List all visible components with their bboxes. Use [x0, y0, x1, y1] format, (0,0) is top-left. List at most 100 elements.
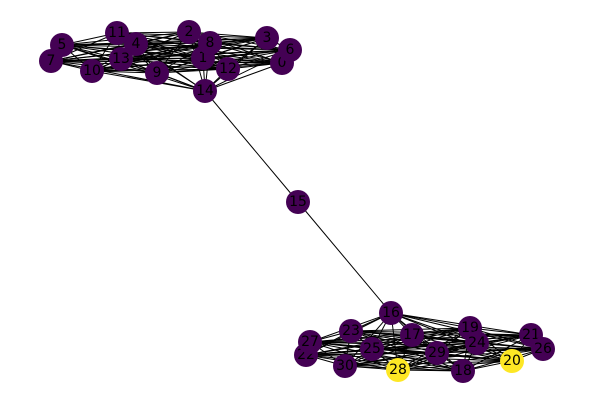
node-circle-27 — [298, 330, 322, 354]
node-label-1: 1 — [199, 50, 208, 66]
node-20: 20 — [500, 349, 524, 373]
node-circle-18 — [451, 359, 475, 383]
node-circle-28 — [386, 358, 410, 382]
node-circle-6 — [278, 38, 302, 62]
node-circle-25 — [360, 337, 384, 361]
node-label-21: 21 — [522, 327, 540, 343]
node-circle-15 — [286, 190, 310, 214]
node-circle-23 — [339, 319, 363, 343]
node-label-13: 13 — [112, 51, 130, 67]
node-9: 9 — [145, 61, 169, 85]
node-17: 17 — [400, 323, 424, 347]
node-3: 3 — [255, 26, 279, 50]
edge-21-25 — [371, 334, 532, 350]
node-label-15: 15 — [289, 194, 307, 210]
node-13: 13 — [109, 47, 133, 71]
node-label-27: 27 — [301, 334, 319, 350]
edge-5-6 — [61, 44, 291, 51]
node-12: 12 — [216, 57, 240, 81]
node-circle-17 — [400, 323, 424, 347]
node-label-9: 9 — [153, 65, 162, 81]
node-label-4: 4 — [132, 36, 141, 52]
node-24: 24 — [465, 331, 489, 355]
node-label-7: 7 — [47, 53, 56, 69]
node-6: 6 — [278, 38, 302, 62]
node-27: 27 — [298, 330, 322, 354]
edge-7-9 — [50, 60, 158, 74]
node-label-28: 28 — [389, 362, 407, 378]
node-label-2: 2 — [185, 24, 194, 40]
edge-26-29 — [436, 348, 544, 354]
node-circle-20 — [500, 349, 524, 373]
node-label-12: 12 — [219, 61, 237, 77]
node-circle-11 — [105, 21, 129, 45]
node-label-16: 16 — [382, 305, 400, 321]
node-circle-3 — [255, 26, 279, 50]
node-label-17: 17 — [403, 327, 421, 343]
edge-24-25 — [371, 342, 478, 350]
node-label-0: 0 — [278, 55, 287, 71]
node-14: 14 — [193, 79, 217, 103]
edge-0-14 — [204, 62, 283, 92]
node-label-5: 5 — [58, 37, 67, 53]
node-11: 11 — [105, 21, 129, 45]
node-circle-26 — [531, 337, 555, 361]
node-18: 18 — [451, 359, 475, 383]
node-label-14: 14 — [196, 83, 214, 99]
node-circle-29 — [425, 341, 449, 365]
node-30: 30 — [333, 354, 357, 378]
node-label-30: 30 — [336, 358, 354, 374]
edge-16-24 — [390, 312, 478, 344]
node-7: 7 — [39, 49, 63, 73]
node-circle-16 — [379, 301, 403, 325]
node-circle-2 — [177, 20, 201, 44]
edge-2-3 — [188, 31, 268, 39]
edge-20-30 — [344, 360, 513, 367]
node-label-10: 10 — [83, 63, 101, 79]
node-label-11: 11 — [108, 25, 126, 41]
node-label-25: 25 — [363, 341, 381, 357]
edge-24-27 — [309, 341, 478, 344]
edge-20-29 — [436, 352, 513, 362]
edge-27-28 — [309, 341, 399, 371]
node-15: 15 — [286, 190, 310, 214]
node-label-8: 8 — [206, 35, 215, 51]
node-2: 2 — [177, 20, 201, 44]
node-10: 10 — [80, 59, 104, 83]
edge-16-18 — [390, 312, 464, 372]
edge-2-11 — [116, 31, 190, 34]
node-28: 28 — [386, 358, 410, 382]
node-circle-24 — [465, 331, 489, 355]
edge-5-14 — [61, 44, 206, 92]
edge-3-5 — [61, 37, 268, 46]
edge-21-28 — [397, 334, 532, 371]
node-circle-30 — [333, 354, 357, 378]
node-label-20: 20 — [503, 353, 521, 369]
edge-3-13 — [120, 37, 268, 60]
node-label-23: 23 — [342, 323, 360, 339]
node-circle-9 — [145, 61, 169, 85]
edge-29-30 — [344, 352, 438, 367]
node-circle-4 — [124, 32, 148, 56]
node-circle-14 — [193, 79, 217, 103]
edge-21-23 — [350, 330, 532, 336]
node-circle-7 — [39, 49, 63, 73]
edge-15-16 — [297, 201, 392, 314]
node-label-18: 18 — [454, 363, 472, 379]
node-25: 25 — [360, 337, 384, 361]
node-label-24: 24 — [468, 335, 486, 351]
node-16: 16 — [379, 301, 403, 325]
edge-19-22 — [305, 327, 471, 356]
node-26: 26 — [531, 337, 555, 361]
node-4: 4 — [124, 32, 148, 56]
node-label-29: 29 — [428, 345, 446, 361]
edge-18-27 — [309, 341, 464, 372]
node-label-3: 3 — [263, 30, 272, 46]
node-29: 29 — [425, 341, 449, 365]
edge-26-27 — [309, 341, 544, 350]
node-8: 8 — [198, 31, 222, 55]
node-label-26: 26 — [534, 341, 552, 357]
edge-8-13 — [120, 42, 211, 60]
